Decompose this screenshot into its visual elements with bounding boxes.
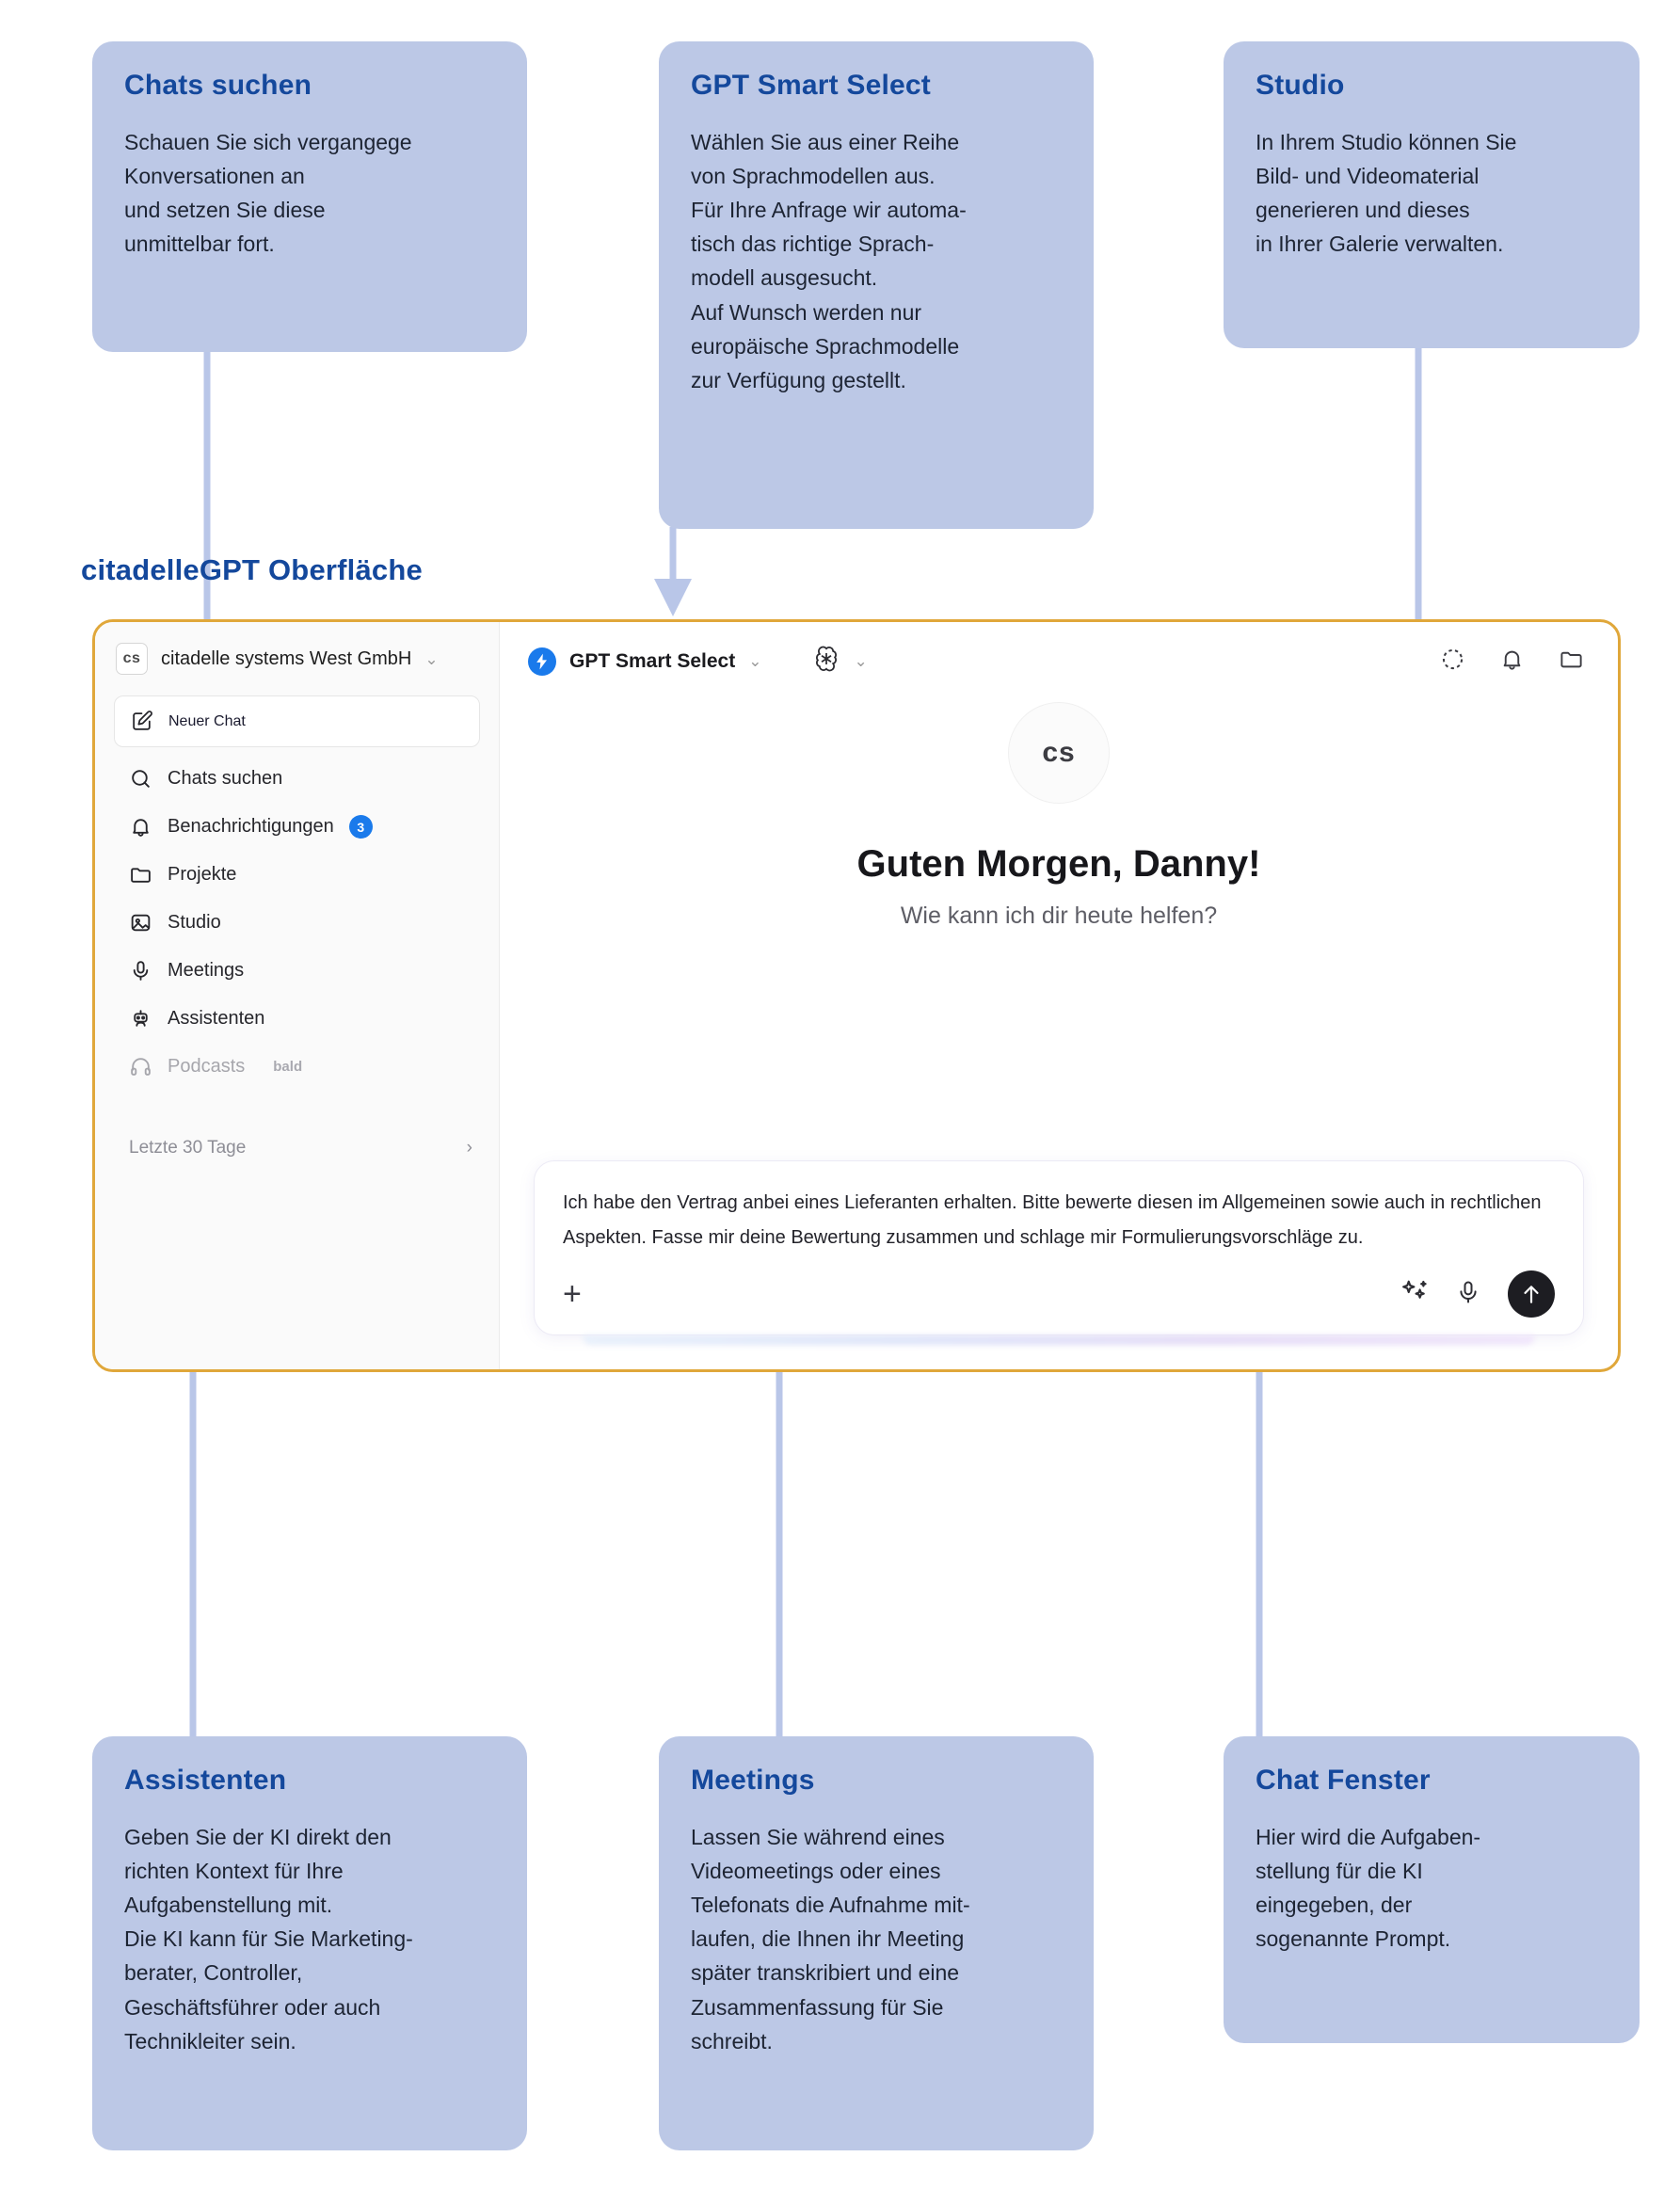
model-name: GPT Smart Select	[569, 649, 736, 672]
sidebar-group-label: Letzte 30 Tage	[129, 1138, 247, 1158]
callout-title: Studio	[1256, 70, 1345, 101]
callout-body: Wählen Sie aus einer Reihe von Sprachmod…	[691, 130, 967, 392]
sidebar-item-benachrichtigungen[interactable]: Benachrichtigungen 3	[95, 803, 499, 851]
folder-icon	[129, 863, 152, 887]
sidebar-item-label: Meetings	[168, 960, 245, 981]
robot-icon	[129, 1007, 152, 1031]
page-title: citadelleGPT Oberfläche	[81, 553, 423, 586]
composer-area: Ich habe den Vertrag anbei eines Liefera…	[500, 1132, 1618, 1369]
chevron-right-icon: ›	[466, 1138, 472, 1158]
sparkle-icon[interactable]	[1400, 1278, 1429, 1311]
callout-gpt-smart-select: GPT Smart Select Wählen Sie aus einer Re…	[659, 41, 1094, 529]
org-name: citadelle systems West GmbH	[161, 647, 412, 669]
callout-title: GPT Smart Select	[691, 70, 931, 101]
openai-logo-icon	[812, 645, 840, 678]
org-badge: cs	[116, 643, 148, 675]
headphones-icon	[129, 1055, 152, 1079]
compose-icon	[130, 710, 153, 733]
new-chat-button[interactable]: Neuer Chat	[114, 695, 480, 747]
sidebar-item-label: Projekte	[168, 864, 237, 885]
callout-studio: Studio In Ihrem Studio können Sie Bild- …	[1224, 41, 1640, 348]
image-icon	[129, 911, 152, 935]
callout-body: Lassen Sie während eines Videomeetings o…	[691, 1825, 970, 2053]
prompt-input[interactable]: Ich habe den Vertrag anbei eines Liefera…	[563, 1192, 1542, 1248]
callout-chats-suchen: Chats suchen Schauen Sie sich vergangege…	[92, 41, 527, 352]
sidebar-item-label: Podcasts	[168, 1056, 246, 1077]
welcome-stage: cs Guten Morgen, Danny! Wie kann ich dir…	[500, 678, 1618, 1132]
composer-glow	[583, 1335, 1535, 1345]
callout-title: Meetings	[691, 1765, 815, 1796]
callout-assistenten: Assistenten Geben Sie der KI direkt den …	[92, 1736, 527, 2150]
callout-chat-fenster: Chat Fenster Hier wird die Aufgaben- ste…	[1224, 1736, 1640, 2043]
callout-body: Schauen Sie sich vergangege Konversation…	[124, 130, 412, 257]
prompt-composer[interactable]: Ich habe den Vertrag anbei eines Liefera…	[534, 1160, 1584, 1335]
folder-icon[interactable]	[1559, 647, 1584, 677]
sidebar: cs citadelle systems West GmbH ⌄ Neuer C…	[95, 622, 500, 1369]
bell-icon	[129, 815, 152, 839]
callout-title: Chat Fenster	[1256, 1765, 1431, 1796]
sidebar-item-projekte[interactable]: Projekte	[95, 851, 499, 899]
app-window: cs citadelle systems West GmbH ⌄ Neuer C…	[92, 619, 1621, 1372]
greeting-heading: Guten Morgen, Danny!	[856, 843, 1261, 885]
bell-icon[interactable]	[1499, 647, 1525, 677]
avatar: cs	[1008, 702, 1110, 804]
sidebar-group-letzte-30-tage[interactable]: Letzte 30 Tage ›	[95, 1123, 499, 1168]
sidebar-item-meetings[interactable]: Meetings	[95, 947, 499, 995]
add-attachment-button[interactable]: +	[563, 1276, 582, 1312]
notification-badge: 3	[348, 815, 373, 839]
callout-title: Chats suchen	[124, 70, 312, 101]
sidebar-item-podcasts[interactable]: Podcasts bald	[95, 1043, 499, 1091]
provider-selector[interactable]: ⌄	[812, 645, 868, 678]
coming-soon-tag: bald	[273, 1059, 303, 1075]
callout-title: Assistenten	[124, 1765, 287, 1796]
dashed-circle-icon[interactable]	[1440, 647, 1465, 677]
sidebar-item-label: Chats suchen	[168, 768, 283, 789]
sidebar-item-studio[interactable]: Studio	[95, 899, 499, 947]
chevron-down-icon: ⌄	[748, 652, 762, 670]
microphone-icon[interactable]	[1455, 1279, 1481, 1310]
sidebar-item-label: Assistenten	[168, 1008, 265, 1029]
composer-toolbar: +	[563, 1270, 1555, 1318]
callout-body: Geben Sie der KI direkt den richten Kont…	[124, 1825, 413, 2053]
send-button[interactable]	[1508, 1270, 1555, 1318]
topbar: GPT Smart Select ⌄ ⌄	[500, 622, 1618, 678]
new-chat-label: Neuer Chat	[168, 712, 246, 729]
greeting-subtitle: Wie kann ich dir heute helfen?	[900, 903, 1218, 929]
main-pane: GPT Smart Select ⌄ ⌄	[500, 622, 1618, 1369]
callout-body: Hier wird die Aufgaben- stellung für die…	[1256, 1825, 1481, 1952]
lightning-bolt-icon	[528, 647, 556, 676]
sidebar-item-label: Benachrichtigungen	[168, 816, 334, 837]
topbar-actions	[1440, 647, 1592, 677]
org-switcher[interactable]: cs citadelle systems West GmbH ⌄	[95, 622, 499, 692]
model-selector[interactable]: GPT Smart Select ⌄	[528, 647, 761, 676]
sidebar-item-chats-suchen[interactable]: Chats suchen	[95, 755, 499, 803]
sidebar-item-label: Studio	[168, 912, 221, 933]
callout-meetings: Meetings Lassen Sie während eines Videom…	[659, 1736, 1094, 2150]
callout-body: In Ihrem Studio können Sie Bild- und Vid…	[1256, 130, 1517, 257]
chevron-down-icon: ⌄	[424, 649, 439, 668]
arrowhead-gpt-smart-select	[654, 579, 692, 616]
sidebar-item-assistenten[interactable]: Assistenten	[95, 995, 499, 1043]
search-icon	[129, 767, 152, 791]
chevron-down-icon: ⌄	[854, 652, 868, 670]
microphone-icon	[129, 959, 152, 983]
